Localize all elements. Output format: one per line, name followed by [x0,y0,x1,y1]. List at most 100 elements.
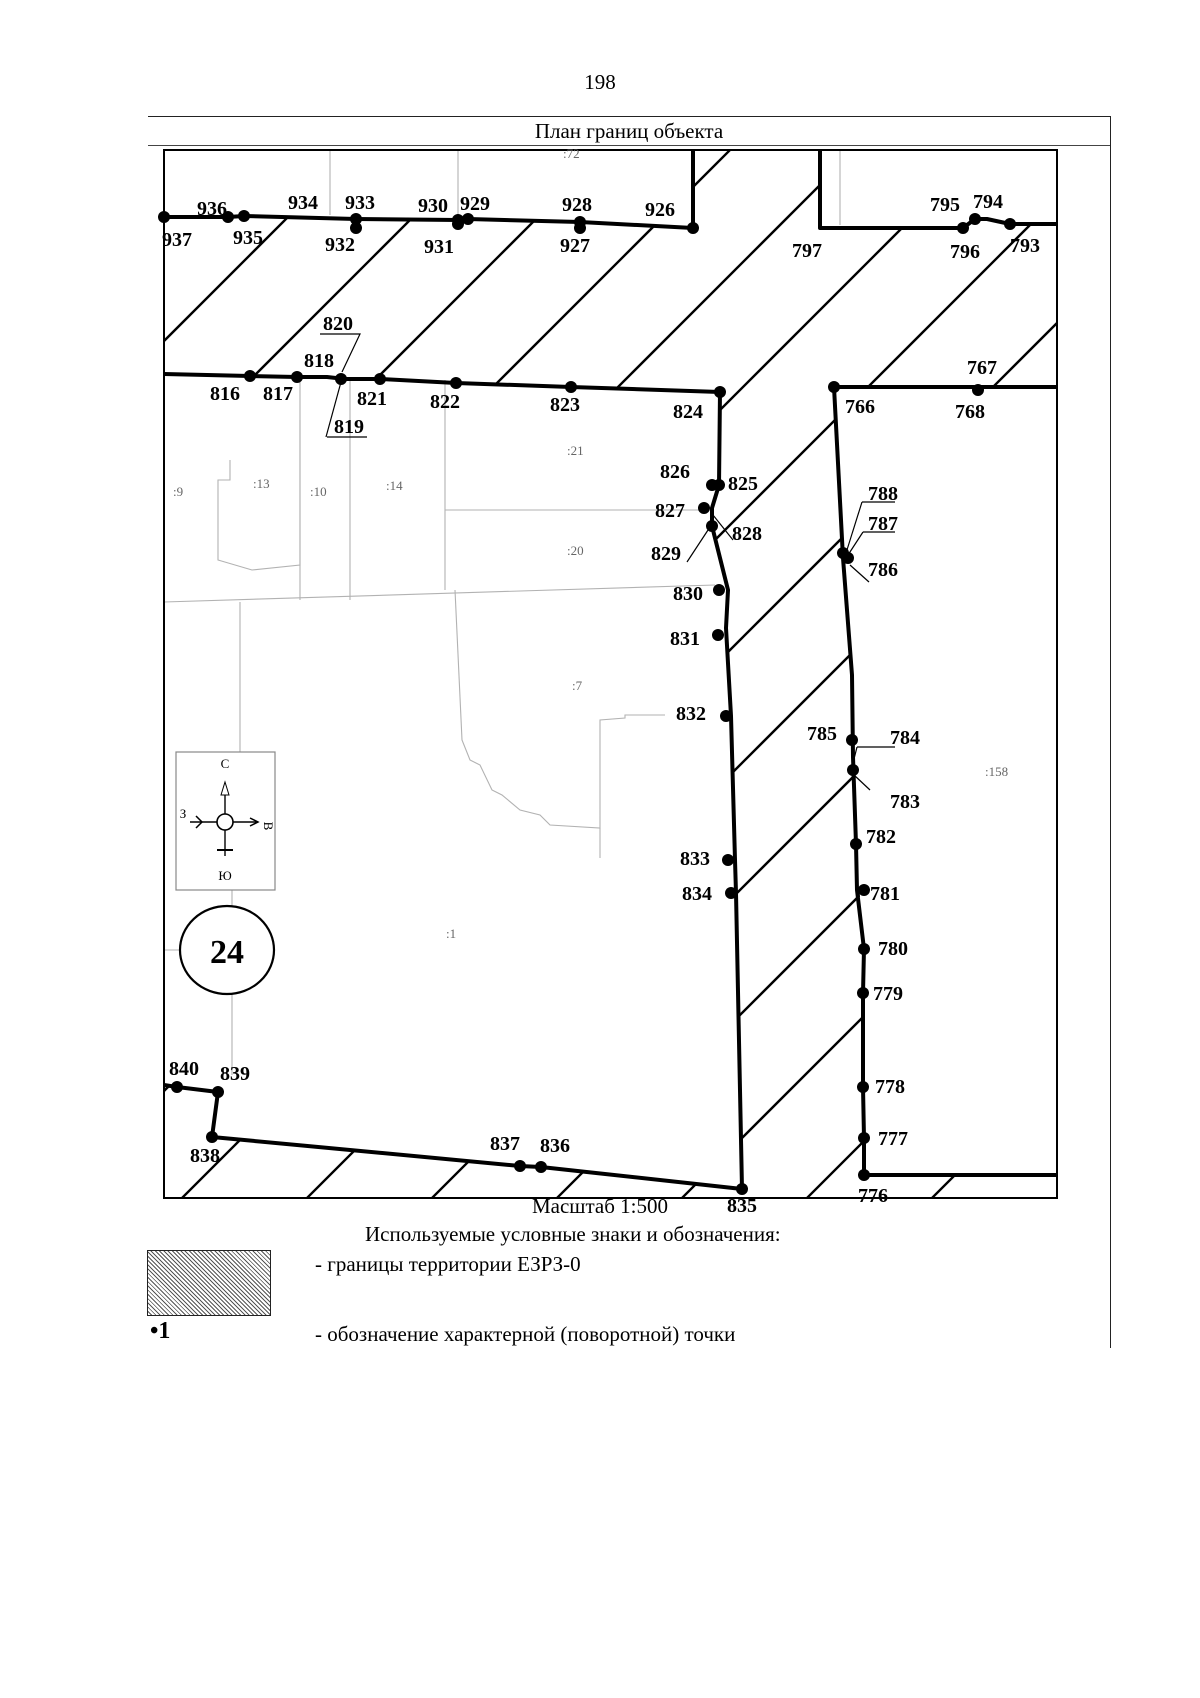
parcel-label-10: :10 [310,484,327,499]
point-label-783: 783 [890,791,920,813]
turning-points [158,210,1016,1195]
point-label-930: 930 [418,195,448,217]
point-label-840: 840 [169,1058,199,1080]
page-number: 198 [584,70,616,94]
compass-east: В [261,822,276,831]
turning-point-838 [206,1131,218,1143]
turning-point-817 [291,371,303,383]
point-label-836: 836 [540,1135,570,1157]
point-label-832: 832 [676,703,706,725]
turning-point-766 [828,381,840,393]
turning-point-834 [725,887,737,899]
point-label-768: 768 [955,401,985,423]
point-label-933: 933 [345,192,375,214]
point-label-785: 785 [807,723,837,745]
point-label-819: 819 [334,416,364,438]
hatch-line [164,150,626,1198]
turning-point-932 [350,222,362,234]
point-label-821: 821 [357,388,387,410]
legend-point-text: - обозначение характерной (поворотной) т… [315,1322,736,1346]
turning-point-830 [713,584,725,596]
turning-point-936 [222,211,234,223]
hatch-line [649,150,1057,1198]
parcel-label-14: :14 [386,478,403,493]
hatch-line [164,150,876,1198]
parcel-label-9: :9 [173,484,183,499]
point-label-831: 831 [670,628,700,650]
hatch-line [775,130,1200,1230]
turning-point-831 [712,629,724,641]
point-label-934: 934 [288,192,318,214]
parcel-labels: :72 :9 :13 :10 :14 :21 :20 :7 :1 :158 [173,146,1008,941]
block-number: 24 [210,934,244,971]
point-label-835: 835 [727,1195,757,1217]
point-label-767: 767 [967,357,997,379]
turning-point-777 [858,1132,870,1144]
point-label-830: 830 [673,583,703,605]
point-label-936: 936 [197,198,227,220]
point-label-937: 937 [162,229,192,251]
frame-top-border [148,116,1110,117]
hatch-line [164,1085,251,1198]
hatch-line [649,1085,742,1198]
point-label-826: 826 [660,461,690,483]
point-label-784: 784 [890,727,920,749]
point-label-822: 822 [430,391,460,413]
turning-point-782 [850,838,862,850]
parcel-label-72: :72 [563,146,580,161]
turning-point-823 [565,381,577,393]
point-label-781: 781 [870,883,900,905]
scale-label: Масштаб 1:500 [531,1194,668,1218]
turning-point-821 [374,373,386,385]
point-label-839: 839 [220,1063,250,1085]
point-label-838: 838 [190,1145,220,1167]
turning-point-796 [957,222,969,234]
turning-point-931 [452,218,464,230]
block-number-marker: 24 [178,904,276,996]
hatch-line [164,150,376,1198]
point-label-797: 797 [792,240,822,262]
plan-title: План границ объекта [534,119,724,143]
compass-north: С [221,756,230,771]
point-label-931: 931 [424,236,454,258]
turning-point-835 [736,1183,748,1195]
point-label-820: 820 [323,313,353,335]
point-label-825: 825 [728,473,758,495]
turning-point-833 [722,854,734,866]
hatch-line [900,130,1200,1230]
title-divider [148,145,1110,146]
turning-point-825 [713,479,725,491]
turning-point-822 [450,377,462,389]
point-label-928: 928 [562,194,592,216]
point-label-932: 932 [325,234,355,256]
turning-point-837 [514,1160,526,1172]
parcel-label-1: :1 [446,926,456,941]
point-label-834: 834 [682,883,712,905]
point-label-795: 795 [930,194,960,216]
point-label-833: 833 [680,848,710,870]
legend-hatch-swatch [147,1250,271,1316]
point-label-777: 777 [878,1128,908,1150]
point-label-782: 782 [866,826,896,848]
point-label-935: 935 [233,227,263,249]
hatch-line [774,150,1057,1198]
point-label-828: 828 [732,523,762,545]
legend-point-sample: •1 [150,1318,171,1344]
turning-point-819 [335,373,347,385]
turning-point-840 [171,1081,183,1093]
point-label-794: 794 [973,191,1003,213]
point-label-817: 817 [263,383,293,405]
point-label-779: 779 [873,983,903,1005]
hatch-line [1150,130,1200,1230]
turning-point-786 [842,552,854,564]
hatch-line [0,130,125,1230]
turning-point-781 [858,884,870,896]
hatch-line [164,150,1001,1198]
hatch-line [164,150,751,1198]
hatch-line [1025,130,1200,1230]
turning-point-824 [714,386,726,398]
point-label-926: 926 [645,199,675,221]
point-label-837: 837 [490,1133,520,1155]
point-label-823: 823 [550,394,580,416]
